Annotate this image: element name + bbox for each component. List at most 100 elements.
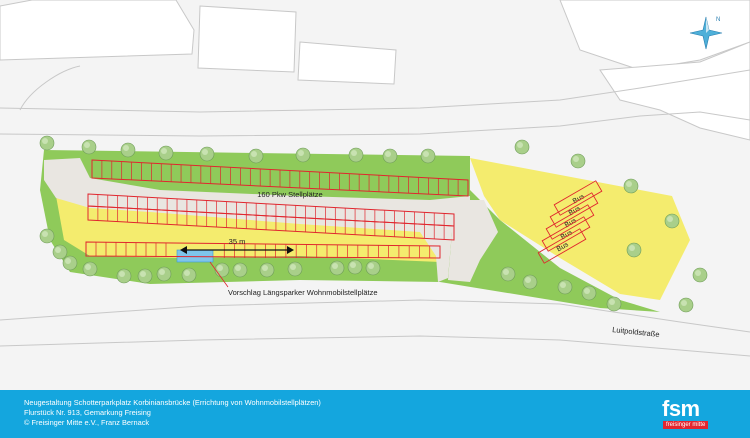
tree-highlight — [159, 269, 165, 275]
tree-icon — [420, 148, 436, 164]
bus-stall-outline — [553, 180, 603, 216]
tree-highlight — [695, 270, 701, 276]
tree-icon — [39, 228, 55, 244]
tree-icon — [52, 244, 68, 260]
tree-highlight — [385, 151, 391, 157]
tree-highlight — [573, 156, 579, 162]
tree-highlight — [55, 247, 61, 253]
building-outlines — [0, 0, 750, 141]
tree-icon — [181, 267, 197, 283]
proposal-leader — [209, 261, 229, 288]
footer-line-1: Neugestaltung Schotterparkplatz Korbinia… — [24, 398, 321, 407]
access-road — [448, 200, 498, 282]
tree-icon — [137, 268, 153, 284]
tree-icon — [81, 139, 97, 155]
camper-zone — [176, 249, 214, 263]
tree-icon — [581, 285, 597, 301]
tree-highlight — [235, 265, 241, 271]
tree-icon — [287, 261, 303, 277]
tree-highlight — [42, 231, 48, 237]
tree-icon — [522, 274, 538, 290]
tree-icon — [120, 142, 136, 158]
tree-highlight — [667, 216, 673, 222]
tree-icon — [329, 260, 345, 276]
compass-north-label: N — [716, 17, 720, 23]
footer-line-2: Flurstück Nr. 913, Gemarkung Freising — [24, 408, 151, 417]
tree-icon — [156, 266, 172, 282]
bus-stall-outline — [545, 204, 595, 240]
tree-icon — [382, 148, 398, 164]
tree-icon — [606, 296, 622, 312]
tree-icon — [82, 261, 98, 277]
upper-road-line-2 — [0, 111, 750, 137]
tree-highlight — [584, 288, 590, 294]
tree-icon — [116, 268, 132, 284]
proposal-label: Vorschlag Längsparker Wohnmobilstellplät… — [228, 288, 378, 297]
tree-icon — [623, 178, 639, 194]
tree-highlight — [262, 265, 268, 271]
tree-highlight — [629, 245, 635, 251]
internal-road — [44, 158, 470, 282]
tree-highlight — [423, 151, 429, 157]
tree-icon — [347, 259, 363, 275]
tree-highlight — [202, 149, 208, 155]
parking-stalls — [95, 160, 459, 258]
building-4 — [559, 0, 750, 71]
tree-highlight — [525, 277, 531, 283]
tree-icon — [570, 153, 586, 169]
building-2 — [197, 5, 297, 73]
tree-icon — [199, 146, 215, 162]
trees — [39, 135, 708, 313]
building-3 — [297, 41, 397, 85]
tree-icon — [214, 262, 230, 278]
tree-icon — [557, 279, 573, 295]
tree-icon — [232, 262, 248, 278]
tree-highlight — [350, 262, 356, 268]
footer-bar: Neugestaltung Schotterparkplatz Korbinia… — [0, 390, 750, 438]
compass-highlight-icon — [706, 17, 709, 33]
building-1 — [0, 0, 195, 61]
tree-highlight — [119, 271, 125, 277]
tree-highlight — [609, 299, 615, 305]
curb-curve — [19, 65, 81, 111]
distance-arrow-right — [287, 246, 294, 254]
tree-highlight — [503, 269, 509, 275]
tree-icon — [678, 297, 694, 313]
tree-highlight — [298, 150, 304, 156]
tree-icon — [500, 266, 516, 282]
tree-highlight — [351, 150, 357, 156]
road-lines — [0, 65, 750, 357]
tree-icon — [62, 255, 78, 271]
tree-icon — [248, 148, 264, 164]
tree-icon — [626, 242, 642, 258]
upper-road-line — [0, 69, 750, 113]
tree-icon — [39, 135, 55, 151]
tree-highlight — [681, 300, 687, 306]
tree-highlight — [560, 282, 566, 288]
tree-icon — [664, 213, 680, 229]
tree-highlight — [184, 270, 190, 276]
tree-highlight — [368, 263, 374, 269]
tree-icon — [259, 262, 275, 278]
tree-highlight — [332, 263, 338, 269]
tree-highlight — [251, 151, 257, 157]
tree-icon — [348, 147, 364, 163]
parking-row-3 — [85, 241, 441, 259]
bus-stall-outline — [549, 192, 599, 228]
distance-arrow-left — [180, 246, 187, 254]
bus-stall-outline — [541, 216, 591, 252]
tree-highlight — [517, 142, 523, 148]
parking-rows — [85, 159, 469, 259]
tree-icon — [514, 139, 530, 155]
internal-roads — [44, 158, 498, 282]
tree-icon — [365, 260, 381, 276]
tree-highlight — [84, 142, 90, 148]
compass-rose: N — [689, 16, 723, 50]
tree-highlight — [65, 258, 71, 264]
parking-label: 160 Pkw Stellplätze — [257, 190, 322, 199]
tree-highlight — [42, 138, 48, 144]
tree-icon — [295, 147, 311, 163]
tree-highlight — [290, 264, 296, 270]
logo-mark: fsm — [662, 396, 700, 421]
